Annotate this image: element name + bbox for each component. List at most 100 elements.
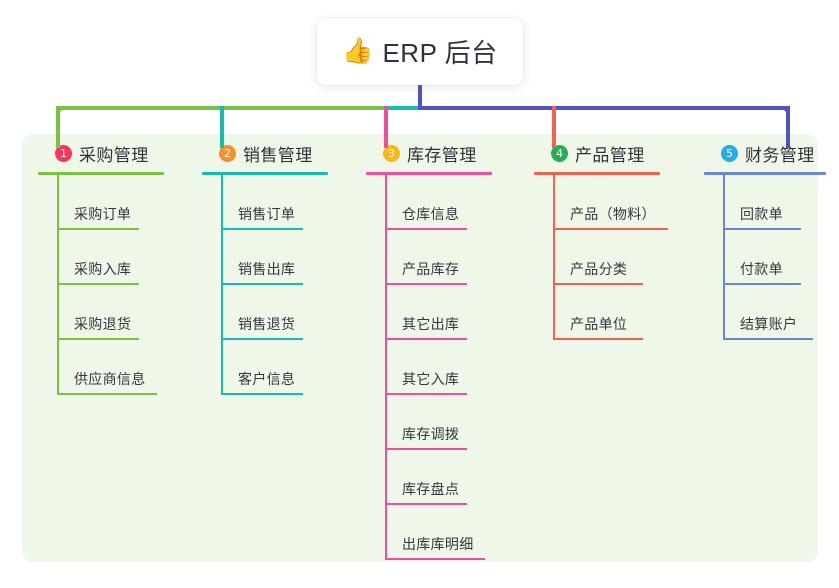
branch-title-5: 财务管理 <box>745 145 815 165</box>
branch-item-rule <box>723 283 801 285</box>
branch-item-label: 产品库存 <box>402 261 460 277</box>
branch-header-rule-3 <box>366 172 492 175</box>
branch-item-rule <box>385 558 485 560</box>
branch-item[interactable]: 产品单位 <box>553 285 704 340</box>
branch-spine-3 <box>385 175 387 560</box>
branch-item[interactable]: 其它入库 <box>385 340 526 395</box>
branch-item[interactable]: 出库库明细 <box>385 505 526 560</box>
branch-item[interactable]: 采购订单 <box>57 175 190 230</box>
branch-item-rule <box>221 338 303 340</box>
branch-item-label: 付款单 <box>740 261 783 277</box>
branch-item[interactable]: 库存调拨 <box>385 395 526 450</box>
branch-item-label: 产品分类 <box>570 261 628 277</box>
branch-title-1: 采购管理 <box>79 145 149 165</box>
branch-item-rule <box>553 228 668 230</box>
branch-item-label: 其它出库 <box>402 316 460 332</box>
branch-items-1: 采购订单采购入库采购退货供应商信息 <box>38 175 190 395</box>
branch-item-rule <box>221 283 303 285</box>
branch-title-2: 销售管理 <box>243 145 313 165</box>
branch-item-rule <box>385 448 467 450</box>
bus-corner-right <box>778 106 790 118</box>
branch-column-1: 1 采购管理采购订单采购入库采购退货供应商信息 <box>38 134 190 395</box>
branch-item-rule <box>385 338 467 340</box>
branch-item[interactable]: 采购退货 <box>57 285 190 340</box>
branch-item[interactable]: 产品库存 <box>385 230 526 285</box>
branch-item[interactable]: 库存盘点 <box>385 450 526 505</box>
branch-item-label: 采购入库 <box>74 261 132 277</box>
trunk-connector <box>418 84 422 109</box>
branch-item-label: 供应商信息 <box>74 371 146 387</box>
branch-item[interactable]: 产品分类 <box>553 230 704 285</box>
branch-item-rule <box>553 283 643 285</box>
branch-item[interactable]: 销售退货 <box>221 285 354 340</box>
branch-item[interactable]: 供应商信息 <box>57 340 190 395</box>
branch-item[interactable]: 客户信息 <box>221 340 354 395</box>
branch-drop-4 <box>552 106 556 148</box>
branch-item-label: 采购订单 <box>74 206 132 222</box>
branch-drop-3 <box>384 106 388 148</box>
branch-item[interactable]: 其它出库 <box>385 285 526 340</box>
branch-item[interactable]: 产品（物料） <box>553 175 704 230</box>
branch-header-rule-4 <box>534 172 660 175</box>
branch-header-5[interactable]: 5 财务管理 <box>704 134 839 172</box>
branch-item-label: 销售出库 <box>238 261 296 277</box>
branch-item-label: 客户信息 <box>238 371 296 387</box>
branch-item-label: 回款单 <box>740 206 783 222</box>
branch-item[interactable]: 销售出库 <box>221 230 354 285</box>
branch-drop-2 <box>220 106 224 148</box>
branch-badge-icon-4: 4 <box>551 144 568 162</box>
branch-drop-1 <box>56 106 60 148</box>
branch-item-rule <box>57 228 139 230</box>
branch-column-3: 3 库存管理仓库信息产品库存其它出库其它入库库存调拨库存盘点出库库明细 <box>366 134 526 560</box>
branch-item-rule <box>385 503 467 505</box>
branch-item-rule <box>723 338 813 340</box>
branch-items-4: 产品（物料） 产品分类产品单位 <box>534 175 704 340</box>
branch-spine-2 <box>221 175 223 395</box>
branch-badge-icon-5: 5 <box>721 144 738 162</box>
branch-item-label: 库存调拨 <box>402 426 460 442</box>
branch-item-label: 其它入库 <box>402 371 460 387</box>
branch-spine-5 <box>723 175 725 340</box>
branch-item-rule <box>385 283 467 285</box>
branch-item[interactable]: 付款单 <box>723 230 839 285</box>
branch-item-rule <box>553 338 643 340</box>
branch-item-rule <box>57 283 139 285</box>
branch-header-rule-5 <box>704 172 826 175</box>
branch-spine-4 <box>553 175 555 340</box>
branch-title-4: 产品管理 <box>575 145 645 165</box>
branch-column-4: 4 产品管理产品（物料） 产品分类产品单位 <box>534 134 704 340</box>
branch-items-2: 销售订单销售出库销售退货客户信息 <box>202 175 354 395</box>
branch-item[interactable]: 仓库信息 <box>385 175 526 230</box>
branch-item[interactable]: 销售订单 <box>221 175 354 230</box>
branch-badge-icon-1: 1 <box>55 144 72 162</box>
branch-drop-5 <box>786 106 790 148</box>
branch-item-label: 产品（物料） <box>570 206 656 222</box>
branch-item-rule <box>221 228 303 230</box>
branch-badge-icon-3: 3 <box>383 144 400 162</box>
branch-header-4[interactable]: 4 产品管理 <box>534 134 704 172</box>
branch-item-label: 销售退货 <box>238 316 296 332</box>
branch-item-label: 产品单位 <box>570 316 628 332</box>
branch-item-label: 出库库明细 <box>402 536 474 552</box>
branch-item-label: 采购退货 <box>74 316 132 332</box>
branch-header-1[interactable]: 1 采购管理 <box>38 134 190 172</box>
branch-header-3[interactable]: 3 库存管理 <box>366 134 526 172</box>
branch-item-label: 库存盘点 <box>402 481 460 497</box>
branch-item[interactable]: 回款单 <box>723 175 839 230</box>
branch-item[interactable]: 结算账户 <box>723 285 839 340</box>
thumbs-up-icon: 👍 <box>342 37 374 65</box>
branch-item[interactable]: 采购入库 <box>57 230 190 285</box>
branch-header-rule-1 <box>38 172 164 175</box>
bus-connector-blue <box>418 106 788 110</box>
branch-item-rule <box>385 393 467 395</box>
root-node-title: ERP 后台 <box>382 38 498 68</box>
branch-item-rule <box>57 393 157 395</box>
mindmap-panel <box>22 134 818 562</box>
branch-items-3: 仓库信息产品库存其它出库其它入库库存调拨库存盘点出库库明细 <box>366 175 526 560</box>
branch-title-3: 库存管理 <box>407 145 477 165</box>
root-node-card[interactable]: 👍 ERP 后台 <box>317 18 523 85</box>
